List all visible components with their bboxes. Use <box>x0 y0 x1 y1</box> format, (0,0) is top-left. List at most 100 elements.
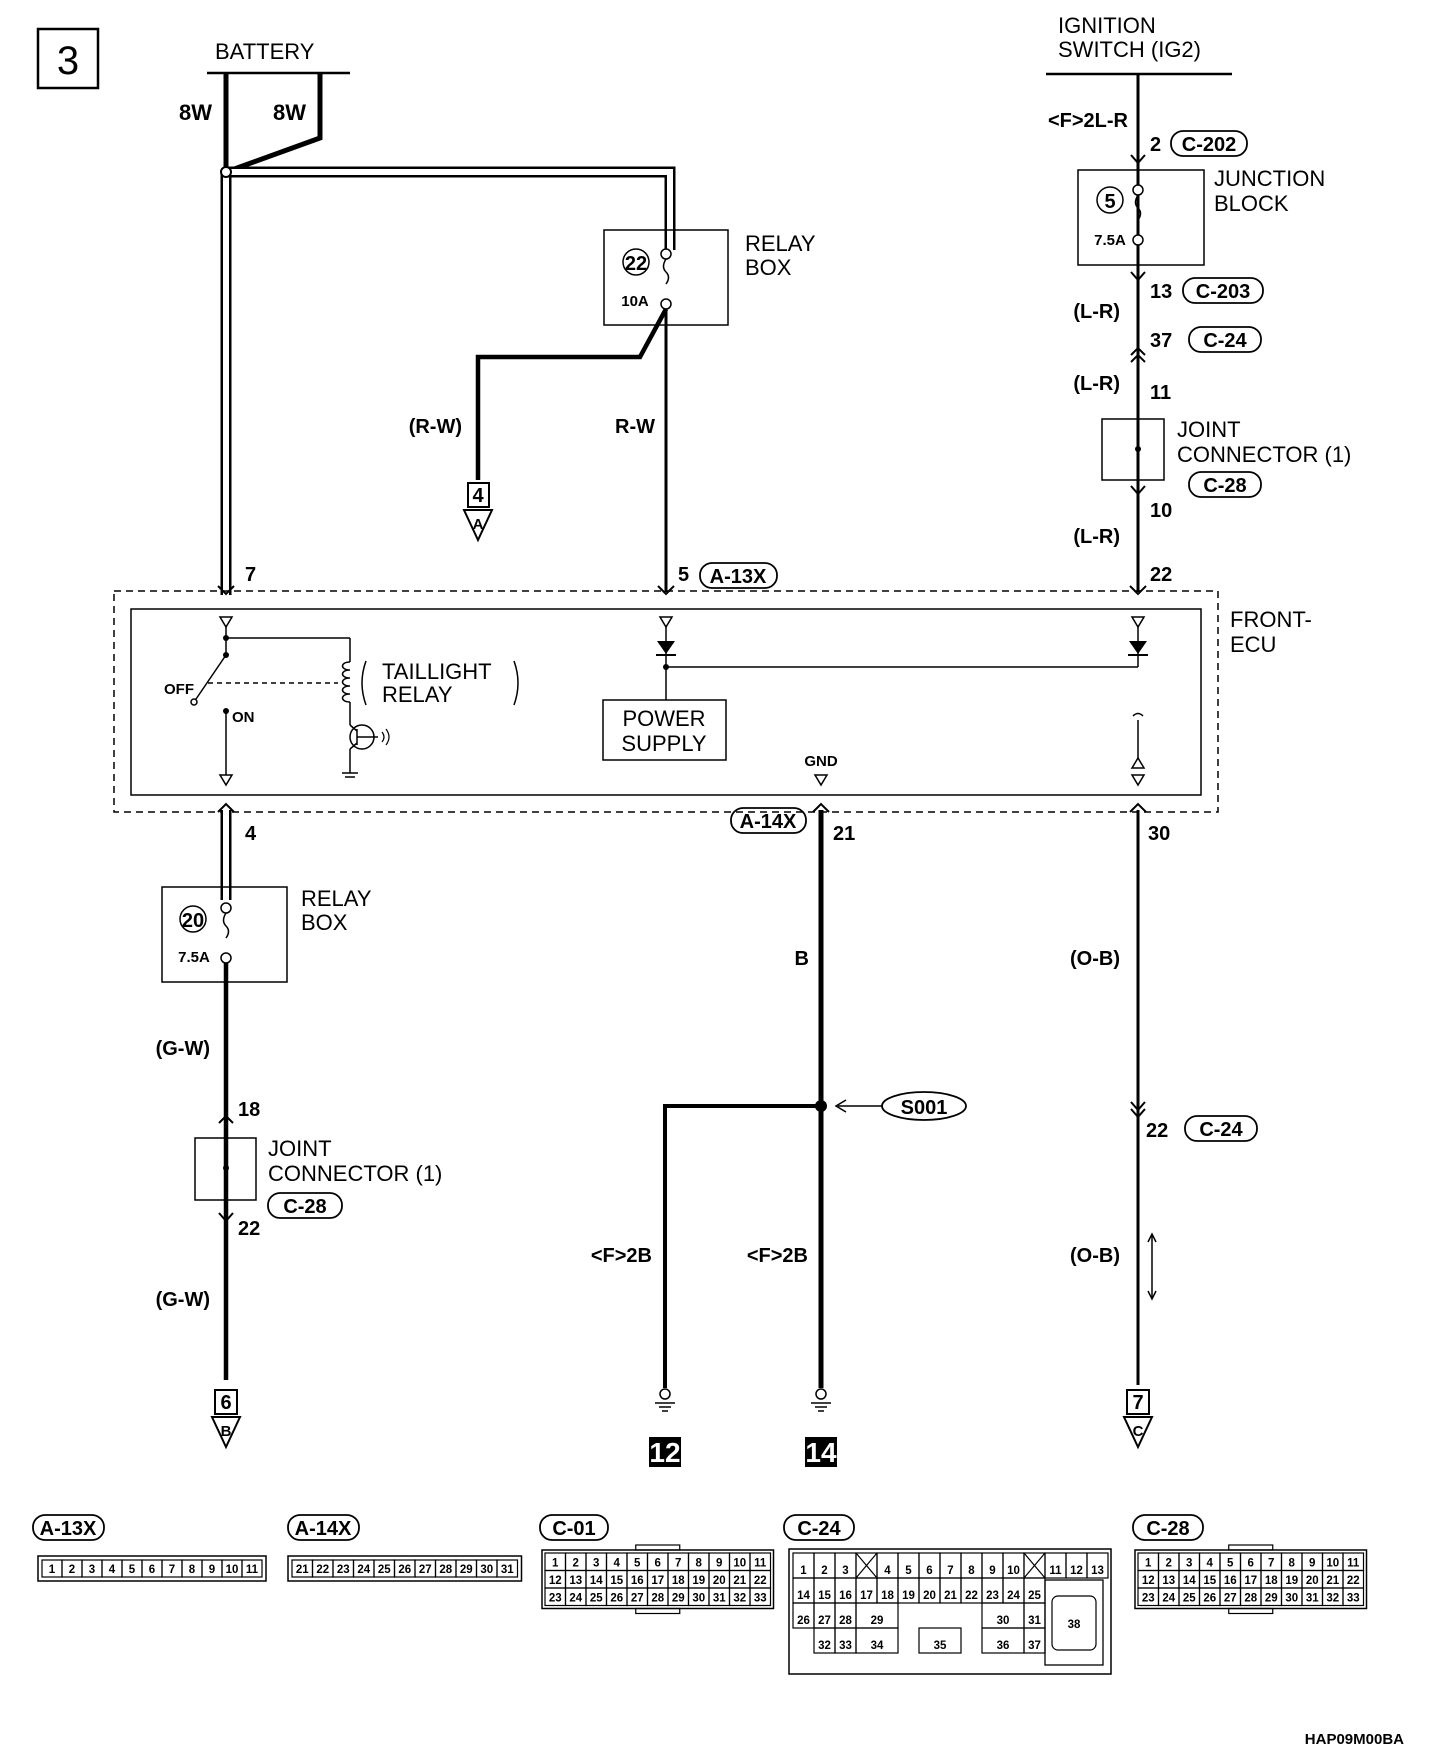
junction-block-label2: BLOCK <box>1214 191 1289 216</box>
c24-pin-35 <box>918 1627 962 1654</box>
c24-pin-3-label: 3 <box>842 1565 848 1577</box>
c01-pin-18-label: 18 <box>672 1575 685 1587</box>
c28-pin-28-label: 28 <box>1244 1593 1257 1605</box>
c24-pin-17-label: 17 <box>860 1590 873 1602</box>
c24-pin-33-label: 33 <box>839 1640 852 1652</box>
front-ecu-inner <box>130 608 1202 796</box>
switch-on: ON <box>232 709 255 726</box>
conn-face-c28-badge <box>1132 1514 1204 1541</box>
power-supply-label1: POWER <box>622 706 705 731</box>
pin-22-ecu: 22 <box>1150 564 1172 586</box>
c01-pin-4-label: 4 <box>614 1558 621 1570</box>
relay-box-top-outputs <box>475 307 668 592</box>
c01-pin-33-label: 33 <box>754 1593 767 1605</box>
c01-pin-6-label: 6 <box>655 1558 661 1570</box>
c24-pin-35-label: 35 <box>934 1640 947 1652</box>
link-c-arrow <box>1122 1416 1154 1450</box>
c28-pin-33 <box>1342 1587 1365 1607</box>
a13x-pin-3-label: 3 <box>89 1564 95 1576</box>
c24-pin-27-label: 27 <box>818 1615 831 1627</box>
a14x-pin-24-label: 24 <box>357 1564 370 1576</box>
c28-pin-14-label: 14 <box>1183 1575 1196 1587</box>
c01-pin-11-label: 11 <box>754 1558 767 1570</box>
conn-a14x: A-14X <box>740 811 797 833</box>
c24-pin-22-label: 22 <box>965 1590 978 1602</box>
c28-pin-6-label: 6 <box>1248 1558 1254 1570</box>
c28-pin-16-label: 16 <box>1224 1575 1237 1587</box>
ground-14: 14 <box>805 1437 837 1468</box>
ecu-label1: FRONT- <box>1230 607 1312 632</box>
c24-pin-38 <box>1044 1579 1104 1666</box>
conn-c24-badge-top <box>1188 326 1262 353</box>
wire-g-w-2: (G-W) <box>156 1289 210 1311</box>
link-c-number: 7 <box>1132 1392 1143 1414</box>
joint-connector-top-box <box>1101 418 1165 481</box>
jc-top-chevron <box>1130 485 1146 496</box>
conn-c28-badge-bottom <box>267 1192 343 1219</box>
c01-pin-7-label: 7 <box>675 1558 681 1570</box>
pin-21: 21 <box>833 823 855 845</box>
wire-b: B <box>795 948 809 970</box>
c24-pin-4-label: 4 <box>884 1565 891 1577</box>
fuse-5-rating: 7.5A <box>1094 232 1126 249</box>
c01-pin-1-label: 1 <box>552 1558 559 1570</box>
wire-r-w-right: R-W <box>615 416 655 438</box>
c24-pin-38-label: 38 <box>1068 1619 1081 1631</box>
c28-pin-33-label: 33 <box>1347 1593 1360 1605</box>
c24-pin-15-label: 15 <box>818 1590 831 1602</box>
link-b-box <box>214 1389 238 1415</box>
ground-12-box <box>649 1437 681 1467</box>
c28-pin-1-label: 1 <box>1145 1558 1152 1570</box>
c24-pin-28-label: 28 <box>839 1615 852 1627</box>
c28-pin-19-label: 19 <box>1285 1575 1298 1587</box>
c28-pin-29-label: 29 <box>1265 1593 1278 1605</box>
c28-pin-32-label: 32 <box>1326 1593 1339 1605</box>
a14x-pin-25-label: 25 <box>378 1564 391 1576</box>
left-bottom-wire-2 <box>218 963 234 1380</box>
battery-wire-left: 8W <box>179 100 212 125</box>
c01-pin-25-label: 25 <box>590 1593 603 1605</box>
c28-pin-15-label: 15 <box>1203 1575 1216 1587</box>
conn-face-a13x-name: A-13X <box>40 1518 97 1540</box>
c24-pin-13-label: 13 <box>1091 1565 1104 1577</box>
link-a-letter: A <box>473 516 484 533</box>
relay-box-bottom-label2: BOX <box>301 910 348 935</box>
a13x-pin-9-label: 9 <box>209 1564 215 1576</box>
link-a-box <box>467 482 490 508</box>
joint-connector-top-label1: JOINT <box>1177 417 1241 442</box>
conn-face-c24-name: C-24 <box>797 1518 841 1540</box>
joint-connector-bottom-box <box>194 1137 257 1201</box>
c01-pin-14-label: 14 <box>590 1575 603 1587</box>
relay-paren-left <box>361 660 367 706</box>
c28-pin-25-label: 25 <box>1183 1593 1196 1605</box>
c24-pin-13 <box>1086 1552 1109 1579</box>
c28-pin-11-label: 11 <box>1347 1558 1360 1570</box>
splice-s001: S001 <box>901 1097 948 1119</box>
joint-connector-bottom-label2: CONNECTOR (1) <box>268 1161 442 1186</box>
c28-pin-20-label: 20 <box>1306 1575 1319 1587</box>
wire-f2b-left: <F>2B <box>591 1245 652 1267</box>
c28-pin-9-label: 9 <box>1309 1558 1315 1570</box>
c24-pin-16-label: 16 <box>839 1590 852 1602</box>
wire-l-r-3: (L-R) <box>1073 526 1120 548</box>
c28-pin-23-label: 23 <box>1142 1593 1155 1605</box>
c28-pin-17-label: 17 <box>1244 1575 1257 1587</box>
a13x-pin-7-label: 7 <box>169 1564 175 1576</box>
ground-12: 12 <box>649 1437 680 1468</box>
link-b-letter: B <box>221 1423 232 1440</box>
a13x-pin-6-label: 6 <box>149 1564 155 1576</box>
taillight-relay-label2: RELAY <box>382 682 453 707</box>
junction-block-box <box>1077 169 1205 266</box>
wire-f2b-right: <F>2B <box>747 1245 808 1267</box>
pin-7: 7 <box>245 564 256 586</box>
right-bottom-wire <box>1130 810 1157 1385</box>
gnd-label: GND <box>804 753 838 770</box>
c01-pin-28-label: 28 <box>651 1593 664 1605</box>
c24-pin-12-label: 12 <box>1070 1565 1083 1577</box>
c01-pin-33 <box>749 1587 772 1607</box>
c28-pin-8-label: 8 <box>1289 1558 1296 1570</box>
ignition-wire: <F>2L-R <box>1048 110 1129 132</box>
conn-face-c01-name: C-01 <box>552 1518 595 1540</box>
